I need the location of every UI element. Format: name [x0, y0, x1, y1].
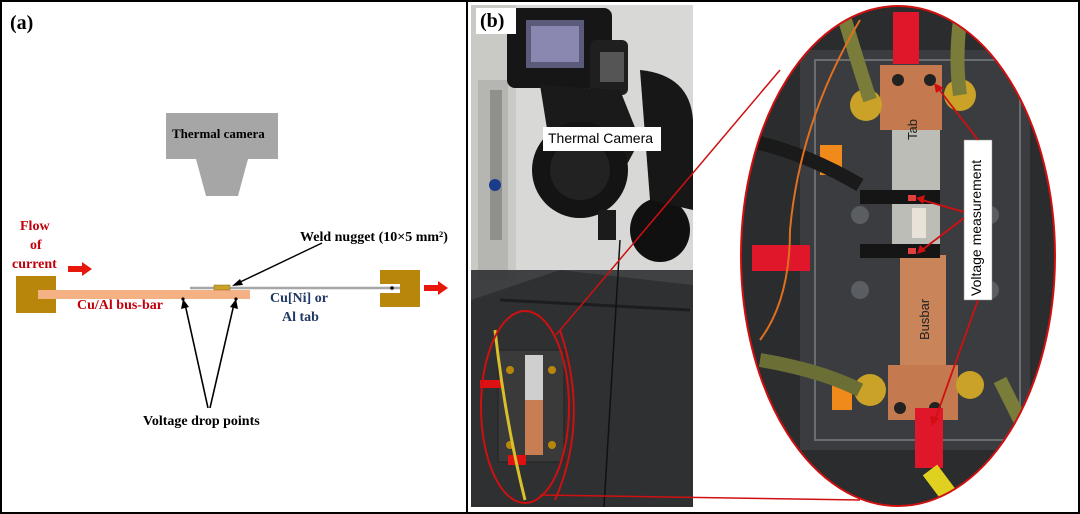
voltage-measurement-label: Voltage measurement [968, 159, 984, 296]
zoom-ellipse-border [740, 5, 1056, 507]
flow-label-2: of [30, 238, 42, 253]
tab-photo-label: Tab [905, 119, 920, 140]
voltage-measurement-arrows [916, 83, 979, 426]
current-arrow-right [424, 281, 448, 295]
voltage-measurement-box [963, 139, 993, 301]
busbar-photo-label: Busbar [917, 298, 932, 340]
weld-nugget-label: Weld nugget (10×5 mm²) [300, 230, 448, 245]
current-arrow-left [68, 262, 92, 276]
weld-nugget-arrow [232, 242, 323, 286]
busbar-bar [38, 290, 250, 299]
thermal-camera-diagram [166, 113, 278, 196]
tab-label-2: Al tab [282, 310, 319, 325]
voltage-drop-label: Voltage drop points [143, 414, 260, 429]
right-clamp [380, 270, 420, 307]
photo-left [471, 5, 693, 508]
zoom-line-top [555, 69, 781, 336]
panel-a-label: (a) [10, 12, 34, 34]
panel-b-label-bg [476, 8, 516, 34]
weld-nugget [213, 284, 231, 291]
zoom-line-bottom [539, 494, 861, 501]
thermal-camera-label: Thermal camera [172, 126, 265, 141]
flow-label-1: Flow [20, 219, 50, 234]
panel-b-label: (b) [480, 10, 505, 32]
busbar-label: Cu/Al bus-bar [77, 298, 163, 313]
tab-label-1: Cu[Ni] or [270, 291, 328, 306]
rig-highlight-circle [480, 310, 570, 504]
flow-label-3: current [12, 257, 57, 272]
thermal-camera-label-bg [543, 127, 661, 151]
voltage-drop-arrows [181, 299, 238, 409]
thermal-camera-photo-label: Thermal Camera [548, 130, 654, 146]
